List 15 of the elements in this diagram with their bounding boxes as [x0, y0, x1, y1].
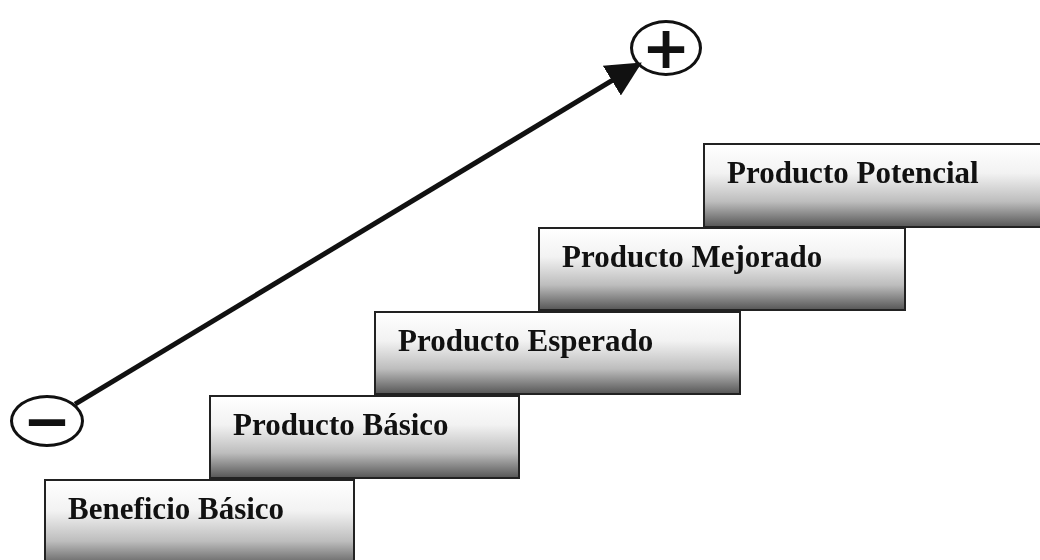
step-label: Producto Potencial [727, 155, 979, 191]
sign-symbol: + [641, 19, 691, 77]
step-label: Producto Mejorado [562, 239, 823, 275]
sign-circle [630, 20, 702, 76]
stair-step [374, 311, 741, 395]
stair-step [44, 479, 355, 560]
stair-step [538, 227, 906, 311]
arrow [73, 62, 642, 407]
step-label: Producto Esperado [398, 323, 654, 359]
stair-step [703, 143, 1040, 228]
step-label: Beneficio Básico [68, 491, 285, 527]
step-label: Producto Básico [233, 407, 449, 443]
sign-symbol: − [22, 392, 72, 450]
sign-circle [10, 395, 84, 447]
stair-step [209, 395, 520, 479]
